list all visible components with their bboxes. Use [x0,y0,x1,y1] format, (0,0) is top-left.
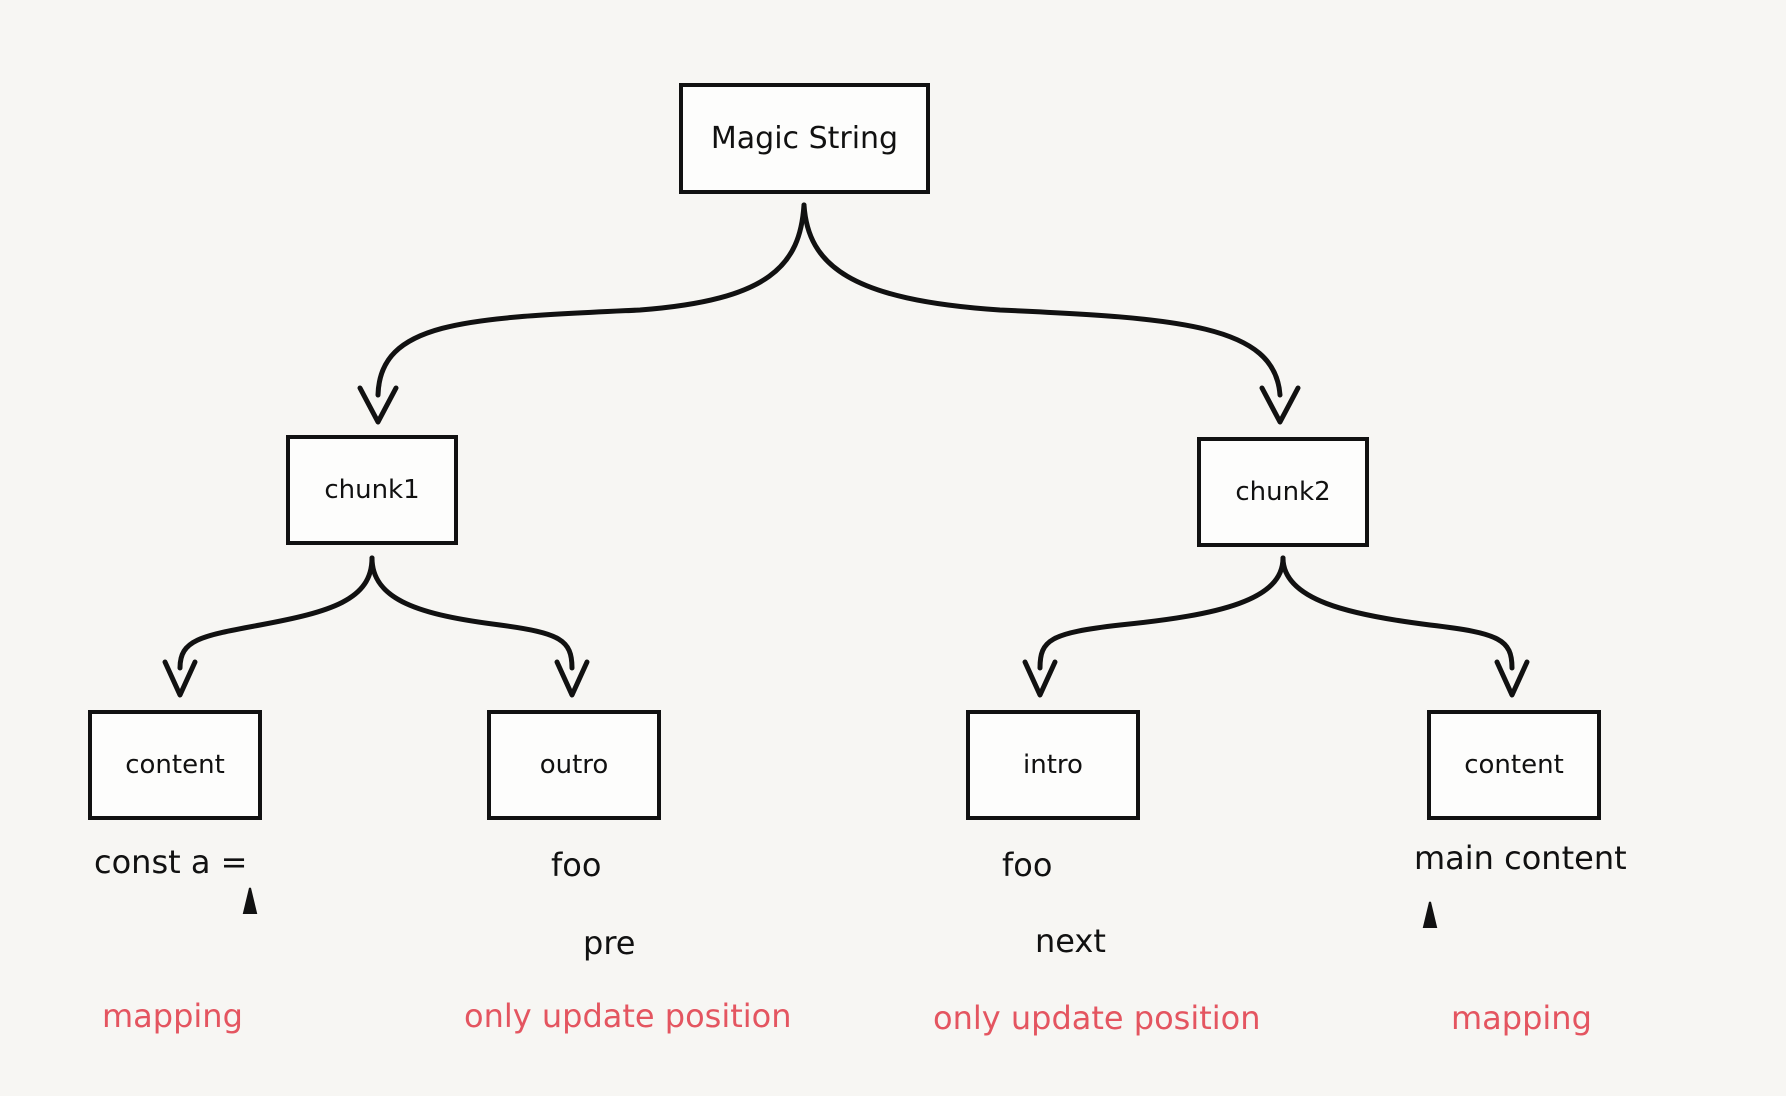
chunk1-outro-node: outro [487,710,661,820]
chunk1-node: chunk1 [286,435,458,545]
edge-root-chunk1 [375,202,807,398]
chunk2-node: chunk2 [1197,437,1369,547]
edge-root-chunk2 [801,202,1283,398]
chunk1-content-node: content [88,710,262,820]
chunk1-outro-label: outro [539,750,609,780]
arrowhead-chunk2-intro [1022,659,1058,698]
chunk1-outro-value: foo [551,846,602,884]
magic-string-label: Magic String [710,121,899,156]
magic-string-node: Magic String [679,83,930,194]
edge-chunk1-outro [369,555,575,671]
chunk1-content-value: const a = [94,843,248,881]
chunk2-content-label: content [1464,750,1564,780]
chunk1-content-note: mapping [102,997,243,1035]
edge-chunk2-content [1280,555,1515,671]
arrowhead-chunk2 [1259,385,1301,425]
arrowhead-chunk2-content [1494,659,1530,698]
chunk1-label: chunk1 [324,475,420,505]
edge-chunk1-content [177,555,375,671]
chunk2-intro-note: only update position [933,999,1261,1037]
caret-marker-left [242,887,258,914]
arrowhead-chunk1-outro [554,659,590,698]
chunk2-intro-node: intro [966,710,1140,820]
chunk2-content-node: content [1427,710,1601,820]
chunk1-outro-sub: pre [583,924,636,962]
edge-chunk2-intro [1037,555,1286,671]
chunk2-label: chunk2 [1235,477,1331,507]
chunk1-outro-note: only update position [464,997,792,1035]
arrowhead-chunk1 [357,385,399,425]
chunk1-content-label: content [125,750,225,780]
chunk2-content-note: mapping [1451,999,1592,1037]
caret-marker-right [1422,901,1438,928]
chunk2-intro-label: intro [1023,750,1083,780]
arrowhead-chunk1-content [162,659,198,698]
chunk2-intro-sub: next [1035,922,1106,960]
chunk2-content-value: main content [1414,839,1627,877]
chunk2-intro-value: foo [1002,846,1053,884]
